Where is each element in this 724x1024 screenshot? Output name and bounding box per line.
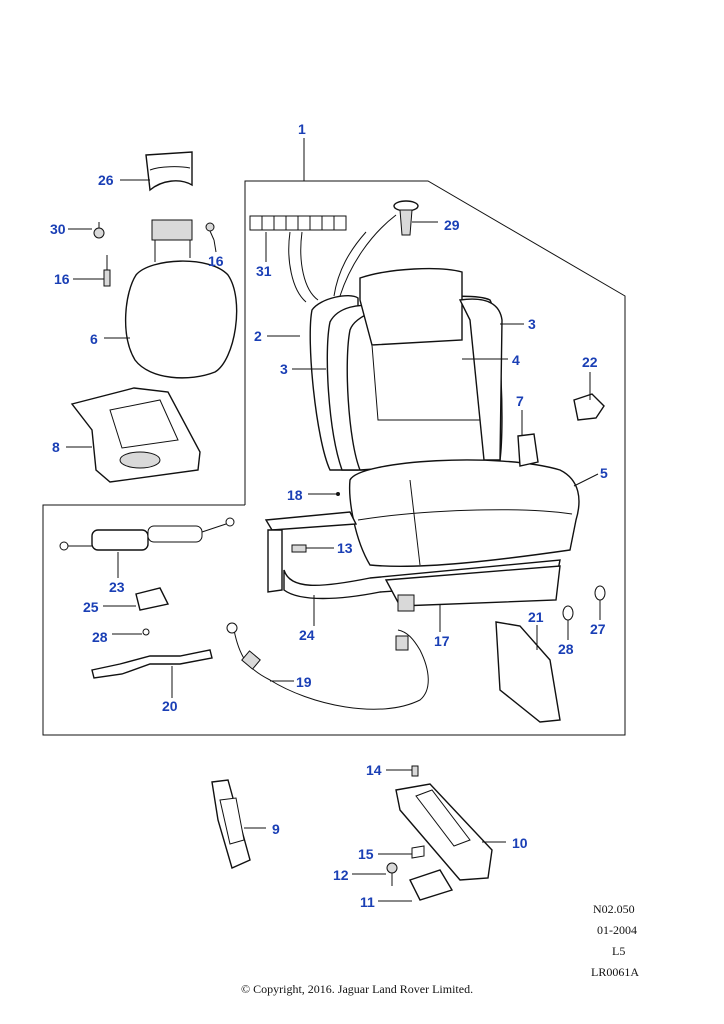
label-5: 5	[600, 465, 608, 481]
label-26: 26	[98, 172, 114, 188]
trim-bracket-part	[573, 393, 605, 421]
label-2: 2	[254, 328, 262, 344]
screw-16-right-part	[205, 222, 215, 241]
label-18: 18	[287, 487, 303, 503]
label-16-left: 16	[54, 271, 70, 287]
seat-runners-part	[384, 565, 561, 612]
copyright-notice: © Copyright, 2016. Jaguar Land Rover Lim…	[241, 982, 473, 996]
screw-14-part	[411, 765, 419, 777]
bracket-11-part	[409, 869, 454, 901]
label-1: 1	[298, 121, 306, 137]
ring-27-part	[594, 585, 606, 601]
label-7: 7	[516, 393, 524, 409]
headrest-part	[125, 219, 238, 379]
label-21: 21	[528, 609, 544, 625]
side-shield-part	[495, 621, 561, 723]
screw-12-part	[386, 862, 398, 886]
seat-back-part	[346, 267, 503, 471]
label-28-left: 28	[92, 629, 108, 645]
label-30: 30	[50, 221, 66, 237]
gas-strut-part	[59, 517, 235, 551]
release-cable-part	[226, 622, 429, 710]
label-17: 17	[434, 633, 450, 649]
upper-group-outline	[42, 180, 626, 736]
diagram-level: L5	[612, 944, 625, 958]
label-27: 27	[590, 621, 606, 637]
seat-cushion-part	[348, 459, 580, 568]
label-12: 12	[333, 867, 349, 883]
label-10: 10	[512, 835, 528, 851]
label-3-left: 3	[280, 361, 288, 377]
label-22: 22	[582, 354, 598, 370]
label-29: 29	[444, 217, 460, 233]
label-24: 24	[299, 627, 315, 643]
label-4: 4	[512, 352, 520, 368]
screw-30-part	[93, 222, 105, 239]
screw-16-left-part	[103, 269, 111, 287]
headrest-guide-part	[145, 151, 193, 192]
clip-strip-part	[249, 215, 347, 231]
recline-handle-part	[517, 433, 539, 467]
clip-15-part	[411, 845, 425, 859]
label-16-right: 16	[208, 253, 224, 269]
label-20: 20	[162, 698, 178, 714]
label-13: 13	[337, 540, 353, 556]
link-rod-part	[91, 649, 213, 679]
cupholder-part	[70, 387, 201, 483]
label-11: 11	[360, 894, 375, 910]
label-3-right: 3	[528, 316, 536, 332]
push-clip-part	[393, 200, 419, 236]
ring-28-right-part	[562, 605, 574, 621]
label-28-right: 28	[558, 641, 574, 657]
diagram-date: 01-2004	[597, 923, 637, 937]
label-15: 15	[358, 846, 374, 862]
label-23: 23	[109, 579, 125, 595]
label-8: 8	[52, 439, 60, 455]
label-31: 31	[256, 263, 272, 279]
diagram-ref: LR0061A	[591, 965, 639, 979]
pedal-pad-part	[135, 587, 170, 611]
label-6: 6	[90, 331, 98, 347]
seat-side-trim-part	[395, 783, 493, 881]
label-19: 19	[296, 674, 312, 690]
diagram-code: N02.050	[593, 902, 635, 916]
label-9: 9	[272, 821, 280, 837]
clip-28-left-part	[142, 628, 150, 636]
bracket-9-part	[211, 779, 251, 869]
label-14: 14	[366, 762, 382, 778]
label-25: 25	[83, 599, 99, 615]
